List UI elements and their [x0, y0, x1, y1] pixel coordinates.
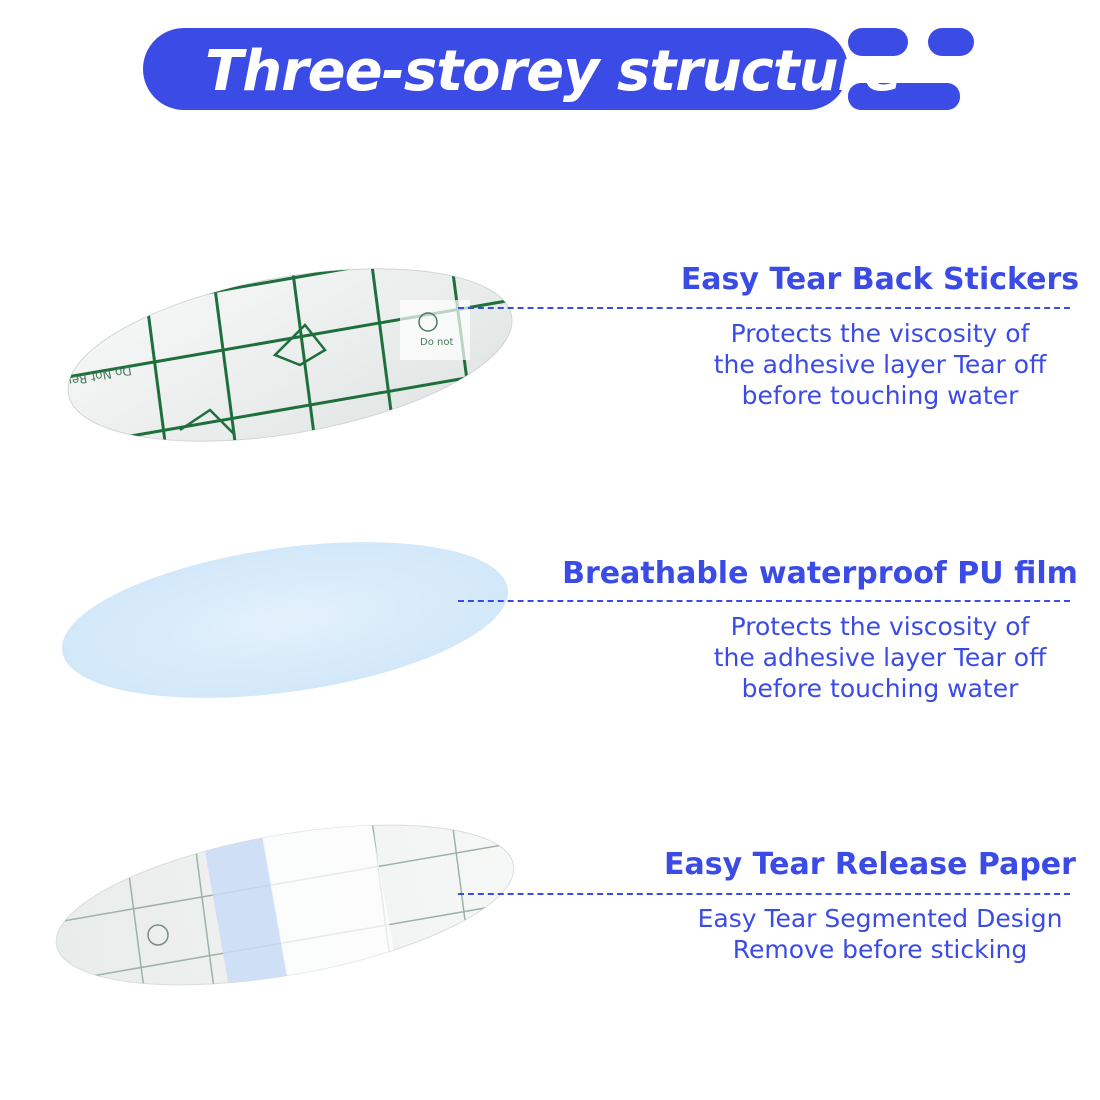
release-paper-illustration	[44, 815, 526, 1015]
layer-1-leader-line	[458, 307, 1070, 309]
banner-shape	[143, 28, 974, 110]
layer-3-leader-line	[458, 893, 1070, 895]
layer-2-title: Breathable waterproof PU film	[562, 556, 1078, 591]
layer-2-description-line: the adhesive layer Tear off	[713, 643, 1047, 672]
layer-2-leader-line	[458, 600, 1070, 602]
layer-1-description-line: Protects the viscosity of	[730, 319, 1030, 348]
layer-1-title: Easy Tear Back Stickers	[680, 262, 1080, 297]
layer-1-description-line: the adhesive layer Tear off	[713, 350, 1047, 379]
page-title: Three-storey structure	[205, 39, 902, 104]
layer-1-description-line: before touching water	[741, 381, 1019, 410]
layer-3-description: Easy Tear Segmented Design Remove before…	[690, 903, 1070, 965]
pu-film-illustration	[61, 542, 509, 698]
layer-3-description-line: Remove before sticking	[732, 935, 1028, 964]
layer-1-description: Protects the viscosity of the adhesive l…	[690, 318, 1070, 411]
layer-2-description: Protects the viscosity of the adhesive l…	[690, 611, 1070, 704]
layer-3-title: Easy Tear Release Paper	[664, 847, 1076, 882]
title-banner: Three-storey structure	[0, 0, 1100, 130]
layer-2-description-line: Protects the viscosity of	[730, 612, 1030, 641]
layer-3-description-line: Easy Tear Segmented Design	[697, 904, 1063, 933]
layer-2-description-line: before touching water	[741, 674, 1019, 703]
back-sticker-illustration: Do not Do Not Reuse	[54, 260, 526, 471]
svg-text:Do not: Do not	[420, 337, 453, 348]
